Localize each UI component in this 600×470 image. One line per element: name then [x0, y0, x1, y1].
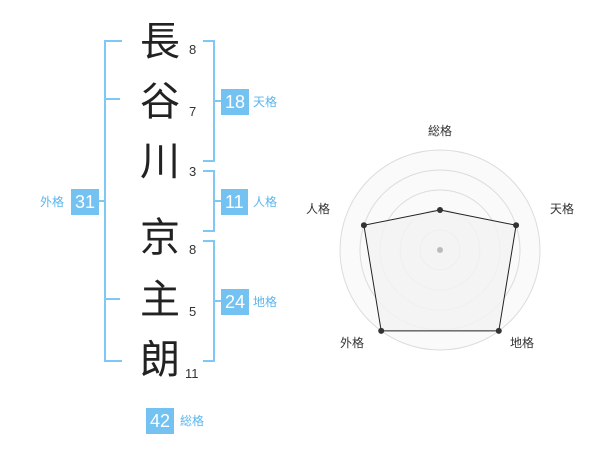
soukaku-value-badge: 42 [146, 408, 175, 434]
name-char-6: 朗 [140, 337, 180, 383]
tenkaku-bracket-connector [213, 100, 222, 102]
radar-label-jinkaku: 人格 [306, 202, 331, 216]
radar-point-jinkaku [360, 222, 367, 229]
radar-point-gaikaku [378, 327, 385, 334]
radar-label-soukaku: 総格 [428, 124, 453, 138]
name-char-2: 谷 [140, 79, 180, 125]
radar-chart [339, 149, 541, 351]
gaikaku-bracket-connector [97, 200, 105, 202]
radar-label-gaikaku: 外格 [340, 336, 365, 350]
name-char-5: 主 [140, 277, 180, 323]
soukaku-label: 総格 [180, 414, 205, 428]
gaikaku-label: 外格 [40, 195, 65, 209]
jinkaku-value-badge: 11 [221, 189, 248, 215]
radar-point-chikaku [495, 327, 502, 334]
name-char-3: 川 [140, 139, 180, 185]
stroke-count-5: 5 [189, 304, 197, 319]
radar-point-soukaku [437, 207, 443, 213]
gaikaku-value-badge: 31 [71, 189, 100, 215]
name-char-4: 京 [140, 215, 180, 261]
chikaku-bracket-connector [213, 300, 222, 302]
gaikaku-bracket-tick [104, 98, 120, 100]
jinkaku-label: 人格 [253, 195, 278, 209]
radar-shape [363, 209, 517, 332]
stroke-count-3: 3 [189, 164, 197, 179]
radar-center-dot [437, 247, 443, 253]
gaikaku-bracket [104, 40, 122, 362]
radar-points [360, 207, 520, 334]
stroke-count-1: 8 [189, 42, 197, 57]
radar-label-tenkaku: 天格 [550, 202, 575, 216]
name-char-1: 長 [140, 19, 180, 65]
chikaku-label: 地格 [253, 295, 278, 309]
chikaku-value-badge: 24 [221, 289, 250, 315]
jinkaku-bracket-connector [213, 200, 222, 202]
tenkaku-label: 天格 [253, 95, 278, 109]
stroke-count-2: 7 [189, 104, 197, 119]
gaikaku-bracket-tick [104, 298, 120, 300]
tenkaku-value-badge: 18 [221, 89, 250, 115]
radar-point-tenkaku [513, 222, 520, 229]
stroke-count-6: 11 [185, 366, 199, 381]
radar-label-chikaku: 地格 [510, 336, 535, 350]
stroke-count-4: 8 [189, 242, 197, 257]
